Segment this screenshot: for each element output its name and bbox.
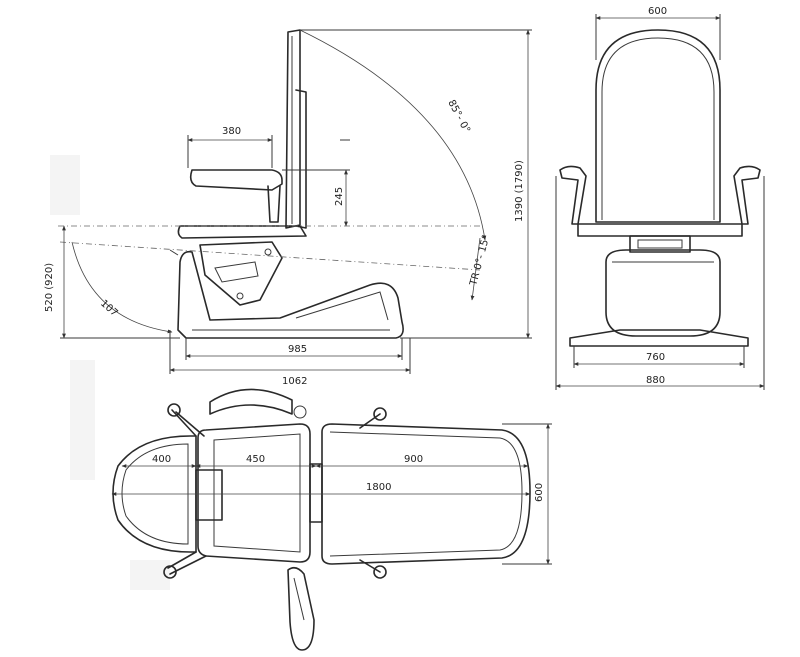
label-base-width: 760 — [646, 352, 665, 363]
front-view: 600 760 880 — [555, 6, 765, 390]
front-base — [605, 249, 721, 337]
top-seat-section — [197, 423, 311, 563]
background-ghost-shapes — [50, 155, 170, 590]
label-head-length: 400 — [152, 454, 171, 465]
label-seat-length: 450 — [246, 454, 265, 465]
label-top-width: 600 — [534, 483, 545, 502]
front-right-armrest — [733, 165, 761, 225]
side-backrest — [285, 29, 301, 229]
label-leg-radius: 107 — [98, 298, 120, 319]
label-seat-height: 520 (920) — [44, 263, 55, 312]
side-base — [177, 250, 404, 339]
label-back-width: 600 — [648, 6, 667, 17]
front-seat — [577, 223, 743, 237]
side-view: 380 245 85°- 0° 1390 (1790) TR 0°- 15° 5… — [44, 29, 532, 387]
label-armrest-height: 245 — [334, 187, 345, 206]
label-total-height: 1390 (1790) — [514, 160, 525, 222]
front-left-armrest — [559, 165, 587, 225]
label-total-width: 880 — [646, 375, 665, 386]
top-head-section — [112, 435, 197, 553]
side-seat — [177, 225, 307, 239]
label-back-angle: 85°- 0° — [445, 98, 472, 135]
label-total-length: 1062 — [282, 376, 307, 387]
label-total-length-top: 1800 — [366, 482, 391, 493]
top-foot-pedal — [287, 566, 315, 651]
top-pillow — [209, 388, 293, 415]
side-mechanism — [199, 241, 283, 306]
side-armrest — [189, 169, 283, 191]
label-base-length: 985 — [288, 344, 307, 355]
front-backrest — [595, 29, 721, 223]
label-leg-length: 900 — [404, 454, 423, 465]
label-armrest-width: 380 — [222, 126, 241, 137]
label-tilt: TR 0°- 15° — [468, 234, 492, 288]
top-view: 400 450 900 1800 600 — [111, 388, 552, 651]
